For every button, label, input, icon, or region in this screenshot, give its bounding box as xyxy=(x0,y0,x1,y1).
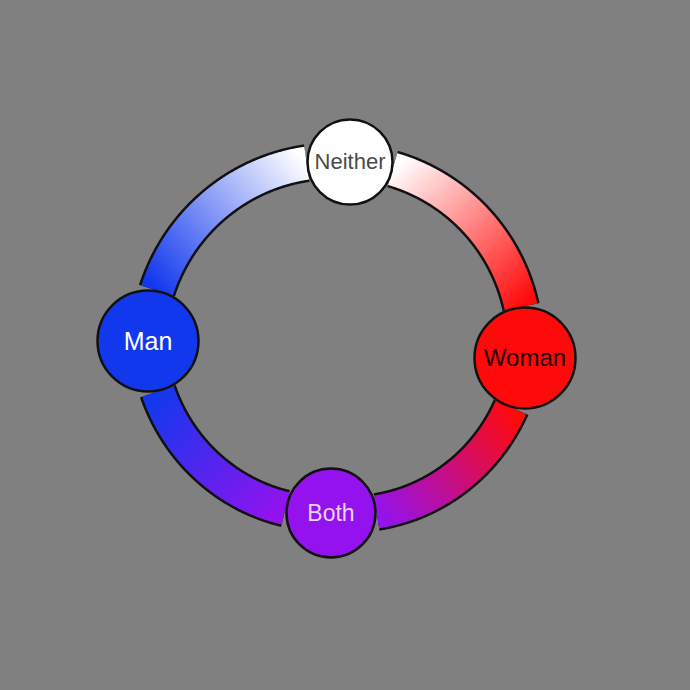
ring-segment xyxy=(393,169,521,307)
circle-shape xyxy=(287,469,376,558)
node-label: Neither xyxy=(315,149,386,175)
ring-band xyxy=(158,391,286,508)
ring-outline xyxy=(377,407,511,512)
ring-segment xyxy=(158,391,286,508)
ring-band xyxy=(157,163,307,291)
circle-shape xyxy=(98,291,199,392)
circle-node: Woman xyxy=(473,306,577,410)
circle-node: Neither xyxy=(306,118,394,206)
circle-shape xyxy=(308,120,393,205)
ring-outline xyxy=(157,163,307,291)
ring-band xyxy=(393,169,521,307)
ring-outline xyxy=(158,391,286,508)
circle-node: Both xyxy=(285,467,377,559)
ring-segment xyxy=(377,407,511,512)
circle-node: Man xyxy=(96,289,200,393)
circle-shape xyxy=(475,308,576,409)
ring-band xyxy=(377,407,511,512)
ring-outline xyxy=(393,169,521,307)
node-label: Man xyxy=(124,327,173,356)
node-label: Woman xyxy=(484,344,566,372)
node-label: Both xyxy=(307,500,354,527)
ring-segment xyxy=(157,163,307,291)
